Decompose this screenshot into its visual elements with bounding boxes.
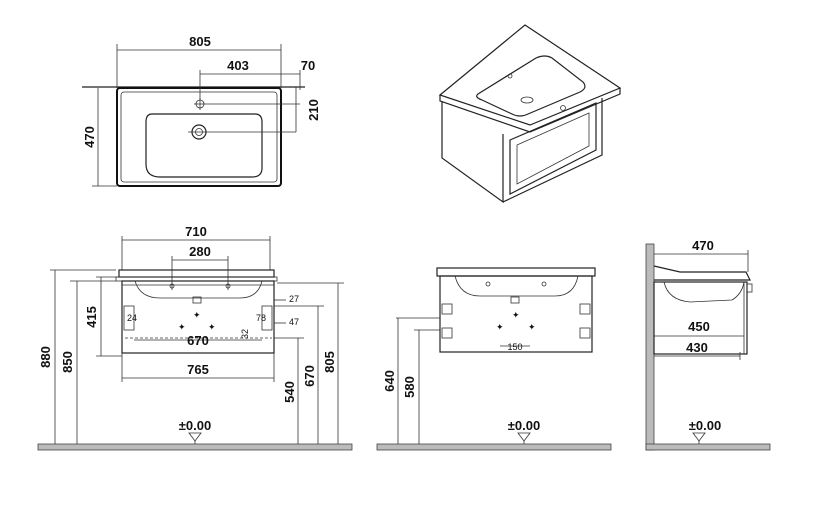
floor-level-rear: ±0.00 <box>508 418 540 433</box>
dim-70: 70 <box>301 58 315 73</box>
dim-32: 32 <box>240 329 250 339</box>
front-view: ✦ ✦ ✦ 710 280 670 765 415 24 78 32 27 47 <box>37 224 353 451</box>
dim-150: 150 <box>507 342 522 352</box>
dim-210: 210 <box>306 99 321 121</box>
svg-text:✦: ✦ <box>193 310 201 320</box>
dim-880: 880 <box>38 346 53 368</box>
dim-470-depth: 470 <box>82 126 97 148</box>
dim-670: 670 <box>187 333 209 348</box>
svg-text:✦: ✦ <box>496 322 504 332</box>
svg-text:✦: ✦ <box>178 322 186 332</box>
dim-540: 540 <box>282 381 297 403</box>
dim-765: 765 <box>187 362 209 377</box>
dim-47: 47 <box>289 317 299 327</box>
dim-710: 710 <box>185 224 207 239</box>
side-view: 470 450 430 ±0.00 <box>645 238 771 451</box>
dim-670-height: 670 <box>302 365 317 387</box>
dim-805: 805 <box>189 34 211 49</box>
svg-text:✦: ✦ <box>208 322 216 332</box>
dim-430: 430 <box>686 340 708 355</box>
svg-text:✦: ✦ <box>528 322 536 332</box>
dim-403: 403 <box>227 58 249 73</box>
dim-24: 24 <box>127 313 137 323</box>
floor-level-side: ±0.00 <box>689 418 721 433</box>
svg-text:✦: ✦ <box>512 310 520 320</box>
dim-78: 78 <box>256 313 266 323</box>
dim-805-height: 805 <box>322 351 337 373</box>
dim-640: 640 <box>382 370 397 392</box>
rear-view: ✦ ✦ ✦ 150 640 580 ±0.00 <box>376 267 612 451</box>
floor-level-front: ±0.00 <box>179 418 211 433</box>
dim-415: 415 <box>84 306 99 328</box>
dim-850: 850 <box>60 351 75 373</box>
dim-470-side: 470 <box>692 238 714 253</box>
dim-580: 580 <box>402 376 417 398</box>
dim-27: 27 <box>289 294 299 304</box>
dim-280: 280 <box>189 244 211 259</box>
isometric-view <box>438 24 622 204</box>
dim-450: 450 <box>688 319 710 334</box>
top-view: 805 403 70 470 210 <box>82 34 321 187</box>
